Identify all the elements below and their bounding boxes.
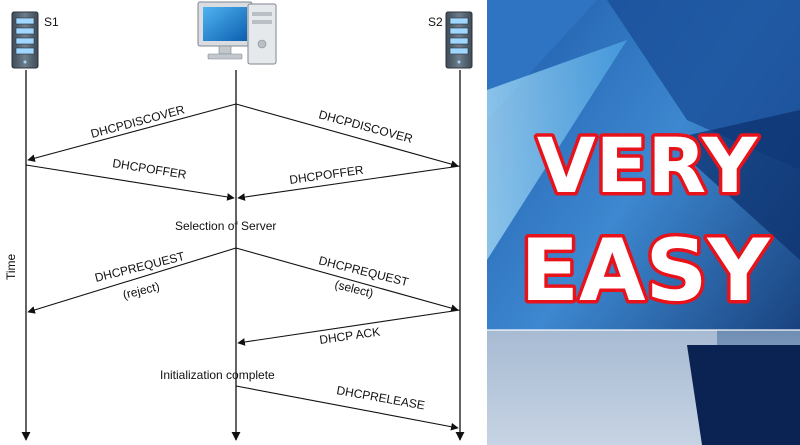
request-arrow-to-s2 — [235, 247, 459, 312]
ack-arrow-from-s2 — [237, 309, 461, 346]
discover-arrow-to-s2 — [235, 103, 459, 168]
very-easy-banner: VERY EASY — [487, 0, 800, 445]
computer-icon — [197, 1, 277, 65]
offer-right-label: DHCPOFFER — [288, 163, 364, 187]
server-icon — [445, 11, 473, 69]
request-left-label: DHCPREQUEST — [93, 249, 186, 285]
server-icon — [11, 11, 39, 69]
easy-text: EASY — [520, 221, 771, 321]
dhcp-sequence-diagram: S1 S2 Time DHCPDISCOVER DHCPDISC — [4, 1, 473, 441]
release-label: DHCPRELEASE — [335, 383, 425, 412]
release-arrow-to-s2 — [235, 385, 459, 431]
selection-of-server-label: Selection of Server — [175, 219, 276, 233]
discover-arrow-to-s1 — [27, 103, 237, 162]
diagram-canvas: S1 S2 Time DHCPDISCOVER DHCPDISC — [4, 1, 473, 441]
banner-canvas: VERY EASY — [487, 0, 800, 445]
request-right-note: (select) — [333, 277, 375, 300]
time-axis-label: Time — [4, 253, 18, 280]
request-left-note: (reject) — [121, 279, 161, 302]
offer-arrow-from-s1 — [25, 164, 235, 201]
very-text: VERY — [537, 121, 758, 210]
offer-arrow-from-s2 — [237, 165, 461, 201]
request-arrow-to-s1 — [27, 247, 237, 314]
ack-label: DHCP ACK — [318, 325, 380, 347]
server1-label: S1 — [44, 15, 59, 29]
offer-left-label: DHCPOFFER — [112, 156, 188, 182]
server2-label: S2 — [428, 15, 443, 29]
initialization-complete-label: Initialization complete — [160, 368, 275, 382]
